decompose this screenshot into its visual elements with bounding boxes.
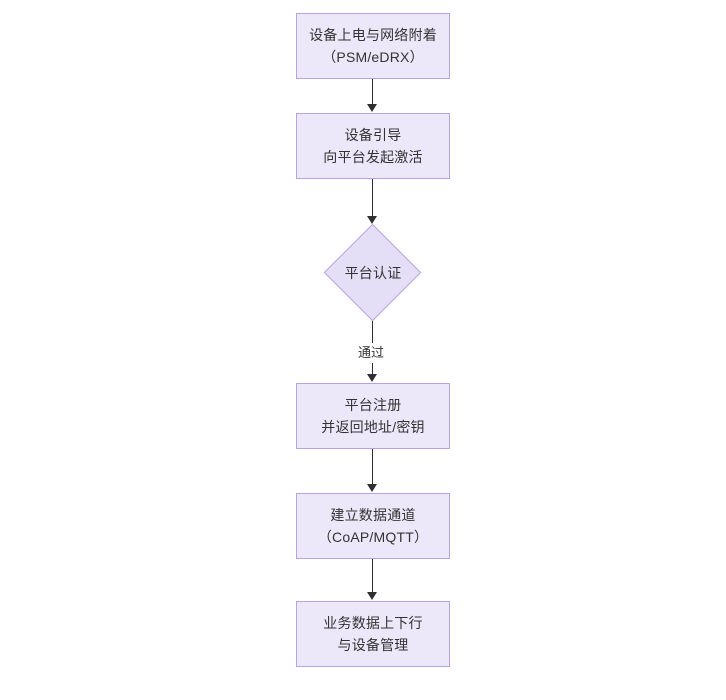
arrowhead-n2-n3 (367, 216, 377, 224)
arrowhead-n1-n2 (367, 104, 377, 112)
node-label-line2: （CoAP/MQTT） (317, 529, 429, 545)
arrowhead-n3-n4 (367, 374, 377, 382)
node-label-line1: 建立数据通道 (330, 507, 416, 523)
flow-node-device-bootstrap[interactable]: 设备引导 向平台发起激活 (296, 113, 450, 179)
arrowhead-n4-n5 (367, 484, 377, 492)
connector-n5-n6 (372, 559, 373, 593)
flow-node-platform-auth-decision[interactable]: 平台认证 (323, 223, 422, 322)
flow-node-device-power-on[interactable]: 设备上电与网络附着 （PSM/eDRX） (296, 13, 450, 79)
flow-node-platform-registration[interactable]: 平台注册 并返回地址/密钥 (296, 383, 450, 449)
connector-n2-n3 (372, 179, 373, 217)
edge-label-pass: 通过 (355, 343, 388, 363)
node-label-line2: 与设备管理 (337, 637, 409, 653)
node-label-line1: 业务数据上下行 (323, 615, 423, 631)
flow-node-data-channel[interactable]: 建立数据通道 （CoAP/MQTT） (296, 493, 450, 559)
node-label-line1: 平台注册 (344, 397, 402, 413)
node-label-line1: 设备引导 (344, 127, 402, 143)
node-label-line2: 向平台发起激活 (323, 149, 423, 165)
flow-node-business-data[interactable]: 业务数据上下行 与设备管理 (296, 601, 450, 667)
node-label-line1: 设备上电与网络附着 (309, 27, 437, 43)
arrowhead-n5-n6 (367, 592, 377, 600)
connector-n1-n2 (372, 79, 373, 105)
node-label-line1: 平台认证 (344, 264, 402, 281)
node-label-line2: （PSM/eDRX） (322, 49, 424, 65)
connector-n4-n5 (372, 449, 373, 485)
node-label-line2: 并返回地址/密钥 (321, 419, 425, 435)
